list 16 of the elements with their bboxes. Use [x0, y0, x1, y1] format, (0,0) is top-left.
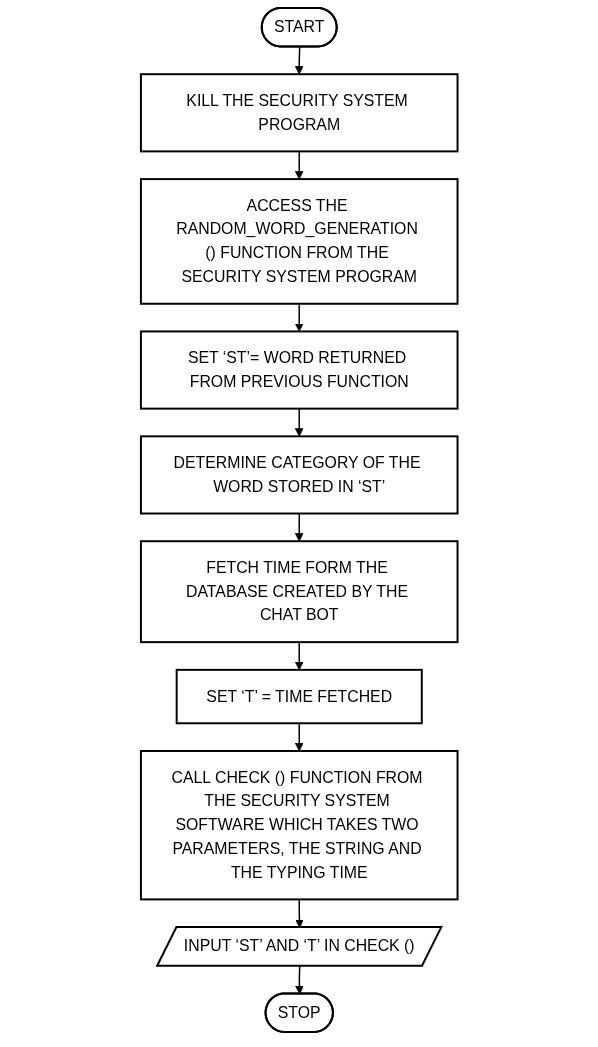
node-box: SET ‘ST’= WORD RETURNED FROM PREVIOUS FUNCTION [139, 330, 459, 410]
node-box: FETCH TIME FORM THE DATABASE CREATED BY THE CHAT BOT [139, 540, 459, 644]
arrow [294, 46, 304, 75]
node-box: DETERMINE CATEGORY OF THE WORD STORED IN ‘ST’ [139, 435, 459, 515]
arrow [294, 512, 304, 542]
arrow [294, 150, 304, 180]
arrow [294, 303, 304, 332]
node-box: ACCESS THE RANDOM_WORD_GENERATION () FUNCTION FROM THE SECURITY SYSTEM PROGRAM [139, 178, 459, 305]
arrow [294, 407, 304, 437]
arrow [294, 898, 304, 928]
node-box: CALL CHECK () FUNCTION FROM THE SECURITY SYSTEM SOFTWARE WHICH TAKES TWO PARAMETERS, THE STRING AND THE TYPING TIME [139, 750, 459, 901]
arrow [294, 722, 304, 752]
node-box: SET ‘T’ = TIME FETCHED [175, 668, 423, 725]
arrow [294, 641, 304, 671]
arrow [294, 965, 304, 995]
node-box: KILL THE SECURITY SYSTEM PROGRAM [139, 73, 459, 153]
